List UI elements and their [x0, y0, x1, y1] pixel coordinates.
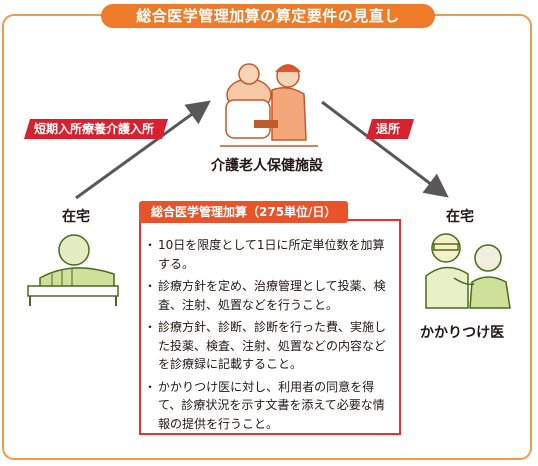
arrow-home-to-facility — [75, 100, 211, 200]
home-right-label: 在宅 — [446, 209, 474, 225]
arrow-facility-to-home — [321, 100, 449, 198]
list-item: 10日を限度として1日に所定単位数を加算する。 — [144, 236, 396, 273]
list-item: 診療方針を定め、治療管理として投薬、検査、注射、処置などを行うこと。 — [144, 277, 396, 314]
doctor-with-patient-illustration — [425, 233, 511, 309]
facility-label: 介護老人保健施設 — [211, 158, 323, 174]
list-item: 診療方針、診断、診断を行った費、実施した投薬、検査、注射、処置などの内容などを診… — [144, 318, 396, 374]
doctor-label: かかりつけ医 — [420, 325, 505, 341]
elderly-in-bed-illustration — [27, 234, 119, 306]
tag-discharge: 退所 — [366, 119, 414, 139]
home-left-label: 在宅 — [62, 209, 90, 225]
requirements-header: 総合医学管理加算（275単位/日） — [139, 201, 349, 223]
tag-short-stay: 短期入所療養介護入所 — [24, 119, 168, 139]
requirements-list: 10日を限度として1日に所定単位数を加算する。 診療方針を定め、治療管理として投… — [144, 236, 396, 437]
list-item: かかりつけ医に対し、利用者の同意を得て、診療状況を示す文書を添えて必要な情報の提… — [144, 378, 396, 434]
caregiver-illustration — [220, 63, 318, 147]
page-title: 総合医学管理加算の算定要件の見直し — [101, 4, 435, 28]
